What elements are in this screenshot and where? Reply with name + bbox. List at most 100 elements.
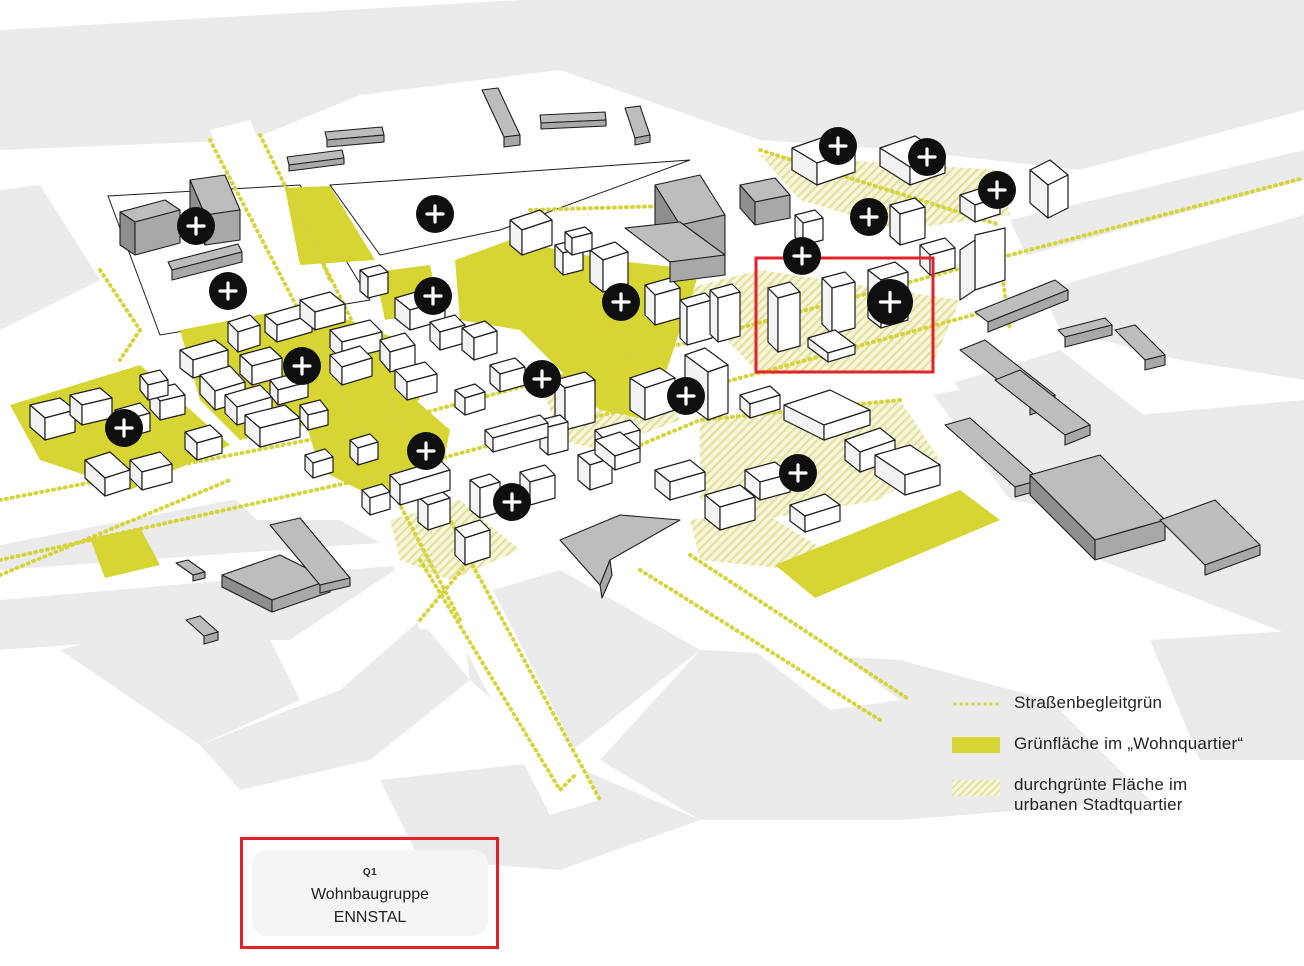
- plus-icon[interactable]: [602, 283, 640, 321]
- building-wm-11: [379, 332, 416, 373]
- building-cu-7: [589, 241, 629, 293]
- industrial-buildings: [119, 87, 1261, 645]
- plus-icon[interactable]: [523, 360, 561, 398]
- industrial-n-4: [539, 111, 607, 130]
- legend-label-green-area: Grünfläche im „Wohnquartier“: [1014, 734, 1244, 753]
- building-cl-15: [484, 414, 549, 453]
- industrial-n-2: [286, 149, 345, 172]
- building-wm-2: [227, 314, 261, 353]
- green-area-swatch: [952, 737, 1000, 753]
- plus-icon[interactable]: [407, 432, 445, 470]
- building-ne-8: [919, 237, 956, 276]
- industrial-nw-3: [167, 243, 243, 281]
- building-wm-4: [299, 291, 346, 331]
- building-left-4: [184, 424, 223, 461]
- plus-icon[interactable]: [867, 279, 913, 325]
- legend-item-urban-green: durchgrünte Fläche im urbanen Stadtquart…: [952, 774, 1282, 818]
- info-card[interactable]: Q1 Wohnbaugruppe ENNSTAL: [252, 850, 488, 936]
- building-cu-5: [509, 209, 553, 256]
- industrial-s-5: [175, 559, 206, 582]
- building-wm-1: [179, 339, 229, 379]
- building-cu-11: [564, 226, 593, 256]
- building-em-8: [704, 484, 756, 531]
- building-cl-11: [349, 433, 379, 466]
- legend-label-street-green: Straßenbegleitgrün: [1014, 693, 1163, 712]
- plus-icon[interactable]: [105, 409, 143, 447]
- info-card-title: Wohnbaugruppe ENNSTAL: [252, 883, 488, 929]
- building-cl-8: [417, 489, 451, 531]
- building-em-4: [783, 389, 871, 441]
- plus-icon[interactable]: [414, 277, 452, 315]
- building-ne-6: [889, 197, 926, 246]
- plus-icon[interactable]: [908, 138, 946, 176]
- plus-icon[interactable]: [978, 171, 1016, 209]
- plus-icon[interactable]: [783, 237, 821, 275]
- plus-icon[interactable]: [283, 347, 321, 385]
- plus-icon[interactable]: [819, 127, 857, 165]
- info-card-highlight: Q1 Wohnbaugruppe ENNSTAL: [240, 837, 499, 949]
- building-ne-7: [959, 227, 1006, 301]
- building-cl-13: [361, 483, 391, 516]
- building-cu-1: [359, 264, 389, 299]
- info-card-code: Q1: [362, 867, 378, 878]
- plus-icon[interactable]: [779, 454, 817, 492]
- legend-label-urban-green-line2: urbanen Stadtquartier: [1014, 795, 1183, 814]
- info-card-line2: ENNSTAL: [333, 909, 407, 926]
- urban-green-swatch: [952, 780, 1000, 796]
- building-cl-1: [454, 383, 486, 416]
- building-cl-3: [554, 371, 596, 431]
- building-cu-8: [644, 277, 681, 326]
- industrial-s-3: [559, 514, 681, 599]
- industrial-e-3: [994, 369, 1091, 446]
- building-em-11: [594, 431, 641, 471]
- industrial-s-2: [269, 517, 351, 594]
- building-wm-14: [299, 399, 329, 431]
- building-em-6: [874, 444, 941, 496]
- tower-base: [807, 329, 856, 363]
- industrial-s-4: [185, 615, 219, 645]
- industrial-n-3: [481, 87, 521, 148]
- plus-icon[interactable]: [177, 207, 215, 245]
- industrial-e-1: [974, 279, 1069, 333]
- industrial-e-4: [1057, 317, 1113, 348]
- industrial-e-5: [1114, 324, 1166, 371]
- street-green-swatch: [952, 702, 1000, 706]
- building-em-10: [789, 493, 841, 533]
- building-left-6: [129, 451, 173, 491]
- building-wm-10: [329, 345, 373, 386]
- tower-2: [821, 271, 856, 335]
- legend: Straßenbegleitgrün Grünfläche im „Wohnqu…: [952, 692, 1282, 837]
- legend-item-street-green: Straßenbegleitgrün: [952, 692, 1282, 714]
- tower-1: [767, 281, 801, 353]
- plus-icon[interactable]: [209, 272, 247, 310]
- building-cu-9: [679, 292, 713, 346]
- plus-icon[interactable]: [416, 195, 454, 233]
- building-left-7: [139, 369, 169, 401]
- selected-area-highlight: [754, 256, 935, 374]
- building-cl-7: [454, 519, 491, 566]
- building-cu-4: [461, 320, 498, 361]
- building-left-1: [29, 397, 76, 441]
- plus-icon[interactable]: [667, 377, 705, 415]
- info-card-line1: Wohnbaugruppe: [310, 886, 430, 903]
- industrial-n-5: [624, 105, 651, 146]
- building-cl-2: [489, 357, 526, 393]
- plus-icon[interactable]: [493, 483, 531, 521]
- legend-label-urban-green: durchgrünte Fläche im urbanen Stadtquart…: [1014, 775, 1187, 815]
- industrial-se-1: [1029, 454, 1166, 561]
- building-cl-12: [304, 448, 334, 479]
- industrial-c-3: [739, 177, 791, 226]
- building-ne-5: [794, 209, 824, 246]
- building-cu-3: [429, 314, 466, 351]
- building-wm-12: [394, 361, 438, 401]
- industrial-n-1: [324, 126, 385, 148]
- industrial-c-2: [624, 221, 726, 283]
- legend-item-green-area: Grünfläche im „Wohnquartier“: [952, 733, 1282, 755]
- building-em-1: [629, 367, 676, 421]
- plus-icon[interactable]: [850, 198, 888, 236]
- building-wm-9: [244, 404, 301, 448]
- building-em-3: [739, 385, 781, 419]
- building-left-5: [84, 451, 131, 497]
- building-wm-3: [264, 304, 313, 343]
